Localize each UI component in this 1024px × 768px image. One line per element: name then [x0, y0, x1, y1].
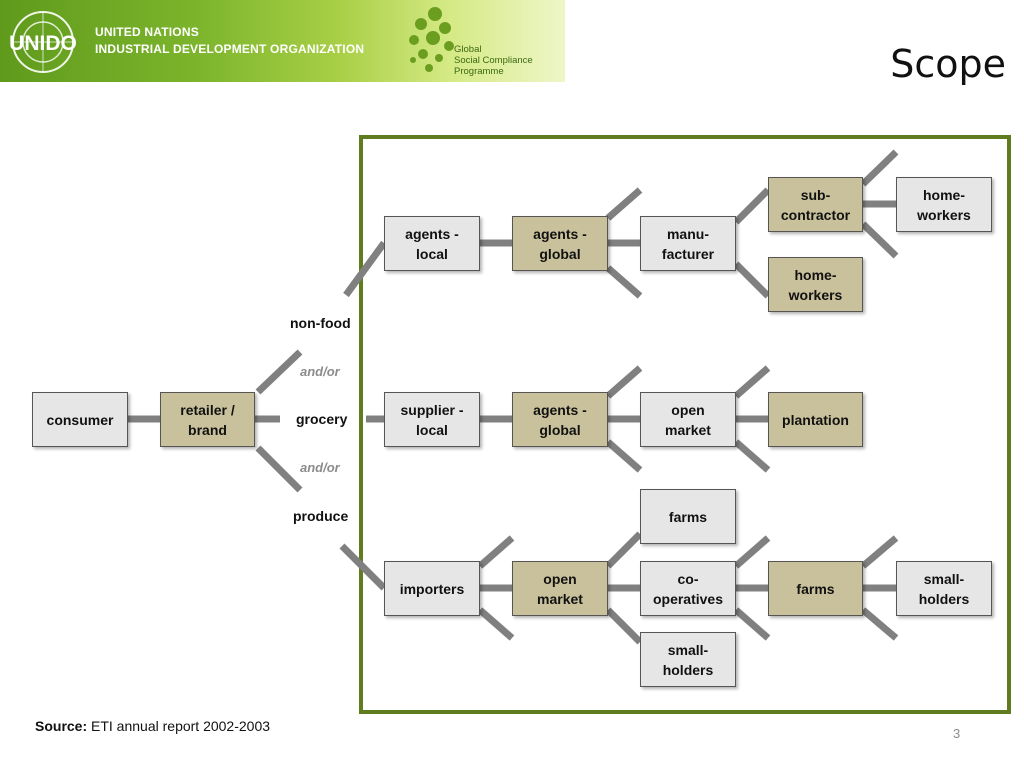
connector	[733, 607, 771, 641]
connector	[477, 607, 515, 641]
smallholders-box: small- holders	[896, 561, 992, 616]
connector	[605, 265, 643, 299]
gscp-line1: Global	[454, 44, 482, 55]
open-market-box: open market	[640, 392, 736, 447]
category-grocery: grocery	[296, 411, 348, 427]
source-label: Source:	[35, 718, 88, 734]
connector	[605, 365, 643, 399]
org-name-line2: INDUSTRIAL DEVELOPMENT ORGANIZATION	[95, 42, 365, 56]
connector	[605, 607, 643, 645]
connector	[477, 535, 515, 569]
consumer-box: consumer	[32, 392, 128, 447]
manufacturer-box: manu- facturer	[640, 216, 736, 271]
gscp-line2: Social Compliance	[454, 55, 533, 66]
scope-frame	[359, 135, 1011, 714]
homeworkers-box: home- workers	[768, 257, 863, 312]
source-text: ETI annual report 2002-2003	[87, 718, 271, 734]
connector	[605, 187, 643, 221]
connector	[860, 535, 899, 569]
retailer-brand-box: retailer / brand	[160, 392, 255, 447]
smallholders-box: small- holders	[640, 632, 736, 687]
connector	[733, 261, 771, 299]
connector	[255, 445, 303, 493]
connector	[343, 240, 387, 298]
farms-box: farms	[768, 561, 863, 616]
gscp-line3: Programme	[454, 66, 504, 77]
agents-global-box: agents - global	[512, 216, 608, 271]
header-banner: UNIDO UNITED NATIONS INDUSTRIAL DEVELOPM…	[0, 0, 565, 82]
connector	[733, 187, 771, 225]
connector	[255, 349, 303, 395]
category-produce: produce	[293, 508, 349, 524]
category-non-food: non-food	[290, 315, 351, 331]
agents-global-box: agents - global	[512, 392, 608, 447]
connector	[605, 531, 643, 569]
connector	[860, 149, 899, 187]
connector	[339, 543, 387, 591]
plantation-box: plantation	[768, 392, 863, 447]
connector	[605, 439, 643, 473]
connector	[733, 365, 771, 399]
page-number: 3	[953, 726, 961, 741]
supplier-local-box: supplier - local	[384, 392, 480, 447]
andor-label: and/or	[300, 460, 340, 475]
farms-box: farms	[640, 489, 736, 544]
connector	[860, 607, 899, 641]
homeworkers-box: home- workers	[896, 177, 992, 232]
gscp-flower-icon	[409, 7, 454, 72]
andor-label: and/or	[300, 364, 340, 379]
org-name: UNITED NATIONS INDUSTRIAL DEVELOPMENT OR…	[95, 24, 364, 58]
source-citation: Source: ETI annual report 2002-2003	[35, 718, 270, 734]
connector	[733, 439, 771, 473]
agents-local-box: agents - local	[384, 216, 480, 271]
gscp-name: Global Social Compliance Programme	[454, 44, 533, 77]
unido-emblem-icon: UNIDO	[9, 11, 77, 73]
connector	[860, 221, 899, 259]
importers-box: importers	[384, 561, 480, 616]
slide-title: Scope	[890, 42, 1006, 86]
open-market-box: open market	[512, 561, 608, 616]
subcontractor-box: sub- contractor	[768, 177, 863, 232]
cooperatives-box: co- operatives	[640, 561, 736, 616]
svg-text:UNIDO: UNIDO	[9, 32, 77, 55]
connector	[733, 535, 771, 569]
org-name-line1: UNITED NATIONS	[95, 25, 199, 39]
